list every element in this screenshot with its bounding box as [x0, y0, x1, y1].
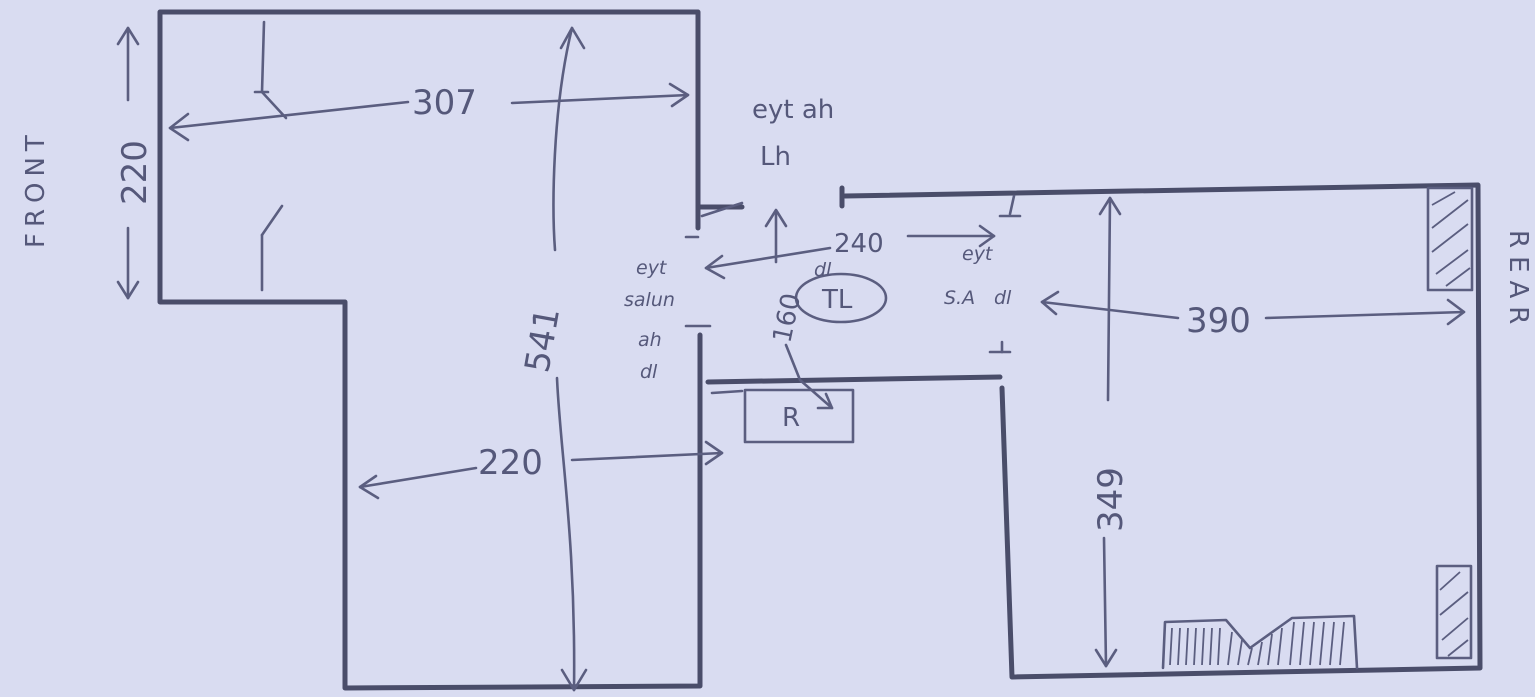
bottom-stair-hatch	[1161, 614, 1359, 670]
dim-arrow-240	[704, 224, 996, 280]
dim-label-240: 240	[834, 229, 884, 259]
rear-hatched-block-bottom	[1435, 564, 1473, 660]
rear-label: REAR	[1503, 230, 1533, 332]
corridor-walls	[695, 201, 1003, 395]
r-box	[743, 388, 855, 444]
dim-arrow-541	[552, 26, 588, 692]
note-eyt-ah-line1: eyt ah	[752, 95, 834, 125]
note-eyt-ah-line2: Lh	[760, 142, 791, 172]
note-eyt-salon-2: salun	[624, 289, 675, 311]
note-eyt-sa-3: dl	[994, 287, 1012, 309]
dim-label-349: 349	[1091, 467, 1131, 532]
note-eyt-salon-1: eyt	[636, 257, 668, 279]
dim-label-160-unit: dl	[814, 259, 832, 281]
rear-hatched-block-top	[1426, 186, 1474, 292]
tl-circle	[794, 272, 888, 324]
dim-arrow-349	[1094, 196, 1122, 668]
r-label: R	[782, 403, 800, 433]
tl-label: TL	[821, 285, 853, 315]
dim-arrow-160	[764, 208, 834, 410]
dim-arrow-220-bottom	[358, 440, 724, 500]
note-eyt-sa-2: S.A	[944, 287, 975, 309]
right-building-walls	[839, 182, 1483, 680]
left-building-walls	[157, 9, 712, 691]
left-door-marks	[253, 20, 288, 292]
note-eyt-sa-1: eyt	[962, 243, 994, 265]
dim-arrow-307	[168, 82, 690, 142]
dim-label-220-top: 220	[115, 140, 155, 205]
dim-arrow-220-top	[116, 26, 140, 300]
note-eyt-salon-3: ah	[638, 329, 662, 351]
note-eyt-salon-4: dl	[640, 361, 658, 383]
front-label: FRONT	[21, 129, 51, 248]
dim-label-390: 390	[1186, 301, 1251, 341]
dim-label-307: 307	[412, 83, 477, 123]
dim-label-220-bottom: 220	[478, 443, 543, 483]
